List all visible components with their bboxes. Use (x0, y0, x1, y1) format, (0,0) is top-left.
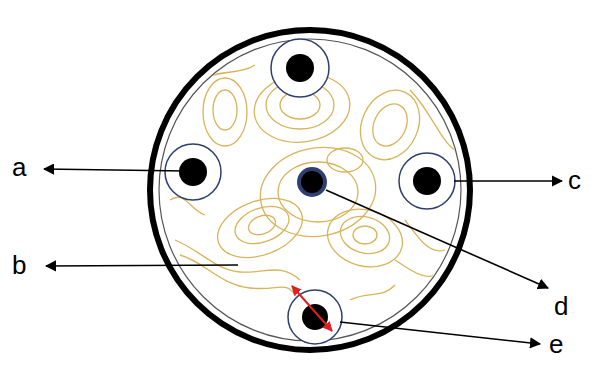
part-label: e (549, 331, 563, 357)
part-label: a (12, 154, 26, 180)
part-label: b (12, 252, 26, 278)
thickness-arrow (292, 286, 332, 331)
vascular-bundles (165, 39, 455, 344)
outer-ring (150, 30, 470, 350)
leader-lines (44, 169, 562, 344)
part-label: d (554, 293, 568, 319)
part-label: c (568, 167, 581, 193)
